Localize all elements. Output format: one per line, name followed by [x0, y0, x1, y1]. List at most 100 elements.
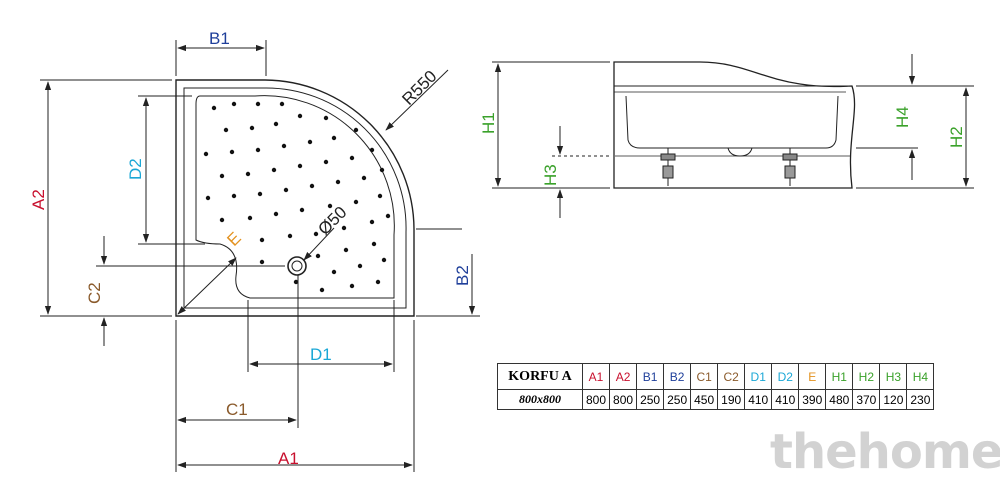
- val-a1: 800: [581, 389, 611, 410]
- model-size: 800x800: [497, 389, 583, 410]
- label-h1: H1: [479, 112, 498, 134]
- col-b2: B2: [663, 363, 692, 390]
- anti-slip-dot: [273, 211, 279, 217]
- col-c2: C2: [717, 363, 746, 390]
- anti-slip-dot: [385, 213, 391, 219]
- anti-slip-dot: [211, 105, 217, 111]
- anti-slip-dot: [257, 191, 263, 197]
- col-b1: B1: [636, 363, 665, 390]
- side-view: [613, 61, 856, 189]
- anti-slip-dot: [327, 203, 333, 209]
- val-h4: 230: [906, 389, 935, 410]
- val-d2: 410: [771, 389, 800, 410]
- anti-slip-dot: [343, 247, 349, 253]
- anti-slip-dot: [307, 139, 313, 145]
- val-c1: 450: [690, 389, 719, 410]
- anti-slip-dot: [249, 125, 255, 131]
- anti-slip-dot: [297, 113, 303, 119]
- anti-slip-dot: [335, 179, 341, 185]
- val-b1: 250: [636, 389, 665, 410]
- val-h3: 120: [879, 389, 908, 410]
- anti-slip-dot: [349, 155, 355, 161]
- anti-slip-dot: [377, 193, 383, 199]
- anti-slip-dot: [287, 233, 293, 239]
- label-h2: H2: [947, 126, 966, 148]
- spec-value-row: 800x800 800 800 250 250 450 190 410 410 …: [497, 389, 935, 410]
- anti-slip-dot: [259, 237, 265, 243]
- drain-inner: [291, 260, 303, 272]
- anti-slip-dot: [293, 279, 299, 285]
- anti-slip-dot: [219, 217, 225, 223]
- val-d1: 410: [744, 389, 773, 410]
- label-b1: B1: [209, 29, 230, 48]
- anti-slip-dot: [319, 287, 325, 293]
- anti-slip-dot: [273, 121, 279, 127]
- leg-left: [660, 148, 676, 186]
- anti-slip-dot: [231, 101, 237, 107]
- val-b2: 250: [663, 389, 692, 410]
- label-c1: C1: [226, 400, 248, 419]
- val-e: 390: [798, 389, 827, 410]
- drain-outlet: [287, 256, 307, 276]
- plan-view: [175, 79, 415, 317]
- tray-outline: [175, 79, 415, 317]
- anti-slip-dot: [281, 143, 287, 149]
- anti-slip-dot: [255, 101, 261, 107]
- spec-table: KORFU A A1 A2 B1 B2 C1 C2 D1 D2 E H1 H2 …: [497, 363, 935, 410]
- col-h3: H3: [879, 363, 908, 390]
- col-d1: D1: [744, 363, 773, 390]
- anti-slip-dot: [371, 241, 377, 247]
- anti-slip-dot: [279, 101, 285, 107]
- col-c1: C1: [690, 363, 719, 390]
- anti-slip-dot: [331, 135, 337, 141]
- tray-profile: [613, 61, 856, 189]
- val-c2: 190: [717, 389, 746, 410]
- anti-slip-dot: [323, 115, 329, 121]
- anti-slip-dot: [205, 195, 211, 201]
- col-h1: H1: [825, 363, 854, 390]
- anti-slip-dot: [219, 173, 225, 179]
- anti-slip-dot: [271, 167, 277, 173]
- val-h1: 480: [825, 389, 854, 410]
- side-dimensions: [492, 54, 974, 218]
- anti-slip-dot: [353, 199, 359, 205]
- plan-dimensions: [40, 40, 480, 472]
- watermark-logo: thehome: [770, 424, 1000, 480]
- anti-slip-dot: [223, 127, 229, 133]
- label-drain: Ø50: [314, 203, 350, 239]
- anti-slip-dot: [247, 215, 253, 221]
- anti-slip-dot: [315, 253, 321, 259]
- anti-slip-dot: [357, 263, 363, 269]
- anti-slip-dot: [381, 257, 387, 263]
- val-h2: 370: [852, 389, 881, 410]
- anti-slip-dot: [299, 207, 305, 213]
- anti-slip-dot: [313, 231, 319, 237]
- anti-slip-dot: [349, 283, 355, 289]
- anti-slip-dot: [323, 159, 329, 165]
- col-a1: A1: [581, 363, 611, 390]
- label-a2: A2: [29, 189, 48, 210]
- anti-slip-dot: [369, 147, 375, 153]
- val-a2: 800: [609, 389, 638, 410]
- anti-slip-dot: [283, 187, 289, 193]
- label-radius: R550: [398, 67, 440, 109]
- anti-slip-dot: [229, 149, 235, 155]
- tray-basin: [195, 95, 395, 299]
- label-b2: B2: [453, 265, 472, 286]
- leg-right: [782, 148, 798, 186]
- anti-slip-dot: [259, 259, 265, 265]
- anti-slip-dot: [245, 171, 251, 177]
- col-h4: H4: [906, 363, 935, 390]
- anti-slip-dot: [255, 147, 261, 153]
- label-h3: H3: [541, 164, 560, 186]
- anti-slip-dot: [309, 183, 315, 189]
- col-d2: D2: [771, 363, 800, 390]
- col-a2: A2: [609, 363, 638, 390]
- anti-slip-dot: [203, 151, 209, 157]
- anti-slip-dots: [203, 101, 391, 293]
- label-d2: D2: [126, 158, 145, 180]
- model-name: KORFU A: [497, 363, 583, 390]
- anti-slip-dot: [353, 127, 359, 133]
- anti-slip-dot: [379, 167, 385, 173]
